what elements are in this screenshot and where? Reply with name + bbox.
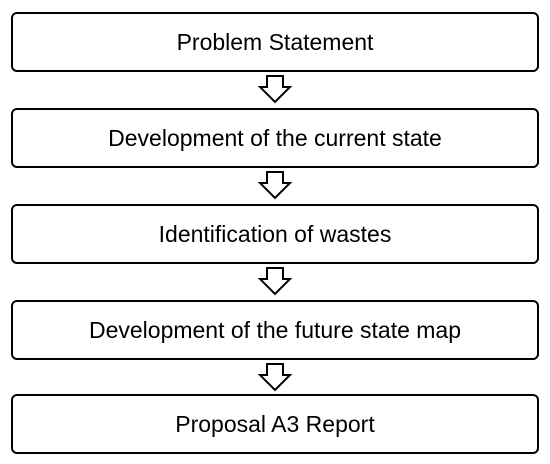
step-problem-statement: Problem Statement <box>11 12 539 72</box>
hollow-down-arrow-icon <box>257 363 293 392</box>
step-label: Proposal A3 Report <box>175 410 375 437</box>
step-proposal-a3-report: Proposal A3 Report <box>11 394 539 454</box>
step-label: Development of the future state map <box>88 316 462 343</box>
hollow-down-arrow-icon <box>257 171 293 200</box>
step-identification-of-wastes: Identification of wastes <box>11 204 539 264</box>
step-current-state: Development of the current state <box>11 108 539 168</box>
hollow-down-arrow-icon <box>257 75 293 104</box>
step-label: Development of the current state <box>108 124 442 151</box>
hollow-down-arrow-icon <box>257 267 293 296</box>
step-future-state-map: Development of the future state map <box>11 300 539 360</box>
step-label: Identification of wastes <box>158 220 392 247</box>
step-label: Problem Statement <box>176 28 374 55</box>
